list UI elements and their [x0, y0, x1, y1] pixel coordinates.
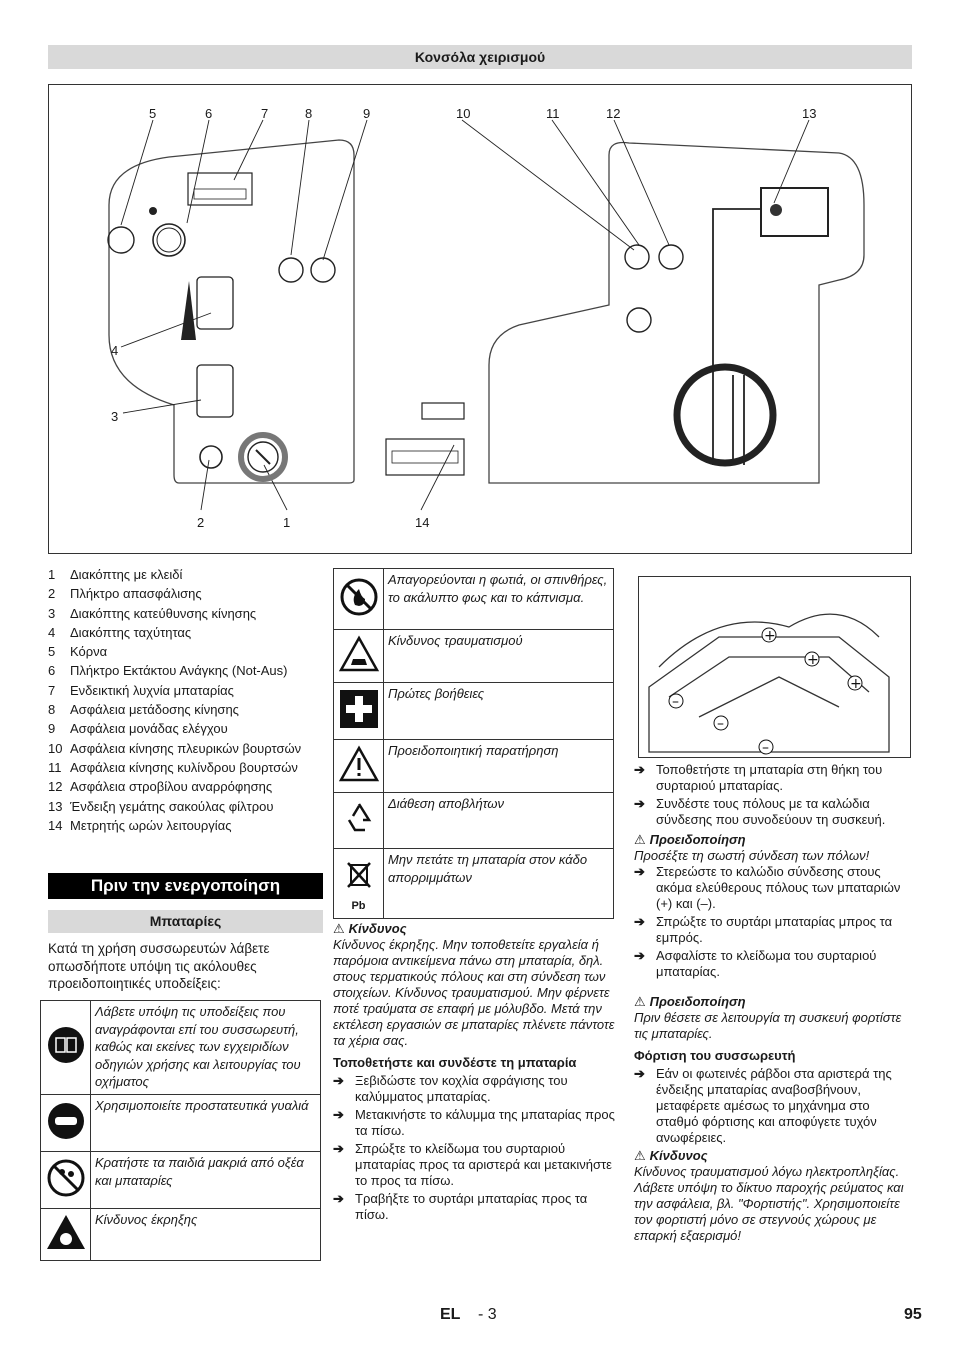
- svg-text:+: +: [850, 676, 862, 692]
- callout-6: 6: [205, 106, 213, 121]
- footer-page-number: 95: [904, 1306, 922, 1323]
- table2-text: Απαγορεύονται η φωτιά, οι σπινθήρες, το …: [383, 568, 614, 630]
- warning-icon: ⚠: [634, 832, 646, 847]
- table2-text: Διάθεση αποβλήτων: [383, 792, 614, 849]
- connect-steps: ➔Τοποθετήστε τη μπαταρία στη θήκη του συ…: [634, 762, 911, 828]
- list-item: ➔Εάν οι φωτεινές ράβδοι στα αριστερά της…: [634, 1066, 892, 1145]
- list-item: ➔Συνδέστε τους πόλους με τα καλώδια σύνδ…: [634, 796, 886, 827]
- danger-text: Κίνδυνος έκρηξης. Μην τοποθετείτε εργαλε…: [333, 937, 615, 1048]
- subsection-heading: Μπαταρίες: [48, 910, 323, 933]
- callout-7: 7: [261, 106, 269, 121]
- callout-11: 11: [546, 106, 560, 121]
- page-title: Κονσόλα χειρισμού: [414, 49, 546, 65]
- column-2: ⚠Κίνδυνος Κίνδυνος έκρηξης. Μην τοποθετε…: [333, 921, 615, 1225]
- first-aid-icon: [333, 682, 384, 740]
- charging-steps: ➔Εάν οι φωτεινές ράβδοι στα αριστερά της…: [634, 1066, 911, 1146]
- svg-text:+: +: [807, 652, 819, 668]
- warning-text: Προσέξτε τη σωστή σύνδεση των πόλων!: [634, 848, 870, 863]
- warning-icon: ⚠: [634, 994, 646, 1009]
- no-fire-icon: [333, 568, 384, 630]
- column-3: ➔Τοποθετήστε τη μπαταρία στη θήκη του συ…: [634, 762, 911, 1244]
- callout-12: 12: [606, 106, 621, 121]
- svg-text:–: –: [717, 716, 724, 732]
- table1-text: Κίνδυνος έκρηξης: [90, 1208, 321, 1261]
- charging-heading: Φόρτιση του συσσωρευτή: [634, 1048, 796, 1063]
- table1-text: Κρατήστε τα παιδιά μακριά από οξέα και μ…: [90, 1151, 321, 1209]
- callout-10: 10: [456, 106, 471, 121]
- callout-14: 14: [415, 515, 430, 530]
- table2-text: Κίνδυνος τραυματισμού: [383, 629, 614, 683]
- pb-label: Pb: [351, 899, 366, 912]
- warning-text: Πριν θέσετε σε λειτουργία τη συσκευή φορ…: [634, 1010, 902, 1041]
- footer-local-page: - 3: [478, 1306, 497, 1323]
- callout-8: 8: [305, 106, 313, 121]
- list-item: ➔Ασφαλίστε το κλείδωμα του συρταριού μπα…: [634, 948, 877, 979]
- warning-icon: ⚠: [634, 1148, 646, 1163]
- goggles-icon: [40, 1094, 91, 1152]
- control-panel-diagram: 5 6 7 8 9 10 11 12 13 4 3 2 1 14: [48, 84, 912, 554]
- callout-9: 9: [363, 106, 371, 121]
- list-item: ➔Μετακινήστε το κάλυμμα της μπαταρίας πρ…: [333, 1107, 615, 1138]
- list-item: ➔Τραβήξτε το συρτάρι μπαταρίας προς τα π…: [333, 1191, 588, 1222]
- callout-1: 1: [283, 515, 291, 530]
- callout-4: 4: [111, 343, 119, 358]
- battery-symbols-table: Απαγορεύονται η φωτιά, οι σπινθήρες, το …: [333, 568, 614, 919]
- list-item: ➔Ξεβιδώστε τον κοχλία σφράγισης του καλύ…: [333, 1073, 568, 1104]
- injury-icon: [333, 629, 384, 683]
- no-bin-pb-icon: Pb: [333, 848, 384, 919]
- table2-text: Μην πετάτε τη μπαταρία στον κάδο απορριμ…: [383, 848, 614, 919]
- page-title-bar: Κονσόλα χειρισμού: [48, 45, 912, 69]
- manual-icon: [40, 1000, 91, 1095]
- callout-13: 13: [802, 106, 817, 121]
- secure-steps: ➔Στερεώστε το καλώδιο σύνδεσης στους ακό…: [634, 864, 911, 980]
- install-steps: ➔Ξεβιδώστε τον κοχλία σφράγισης του καλύ…: [333, 1073, 615, 1223]
- danger-text: Κίνδυνος τραυματισμού λόγω ηλεκτροπληξία…: [634, 1164, 904, 1243]
- battery-warnings-table: Λάβετε υπόψη τις υποδείξεις που αναγράφο…: [40, 1000, 321, 1261]
- intro-text: Κατά τη χρήση συσσωρευτών λάβετε οπωσδήπ…: [48, 941, 270, 991]
- table2-text: Προειδοποιητική παρατήρηση: [383, 739, 614, 793]
- list-item: ➔Στερεώστε το καλώδιο σύνδεσης στους ακό…: [634, 864, 901, 911]
- table2-text: Πρώτες βοήθειες: [383, 682, 614, 740]
- callout-5: 5: [149, 106, 157, 121]
- warning-heading: ⚠Προειδοποίηση: [634, 832, 746, 847]
- danger-heading: ⚠Κίνδυνος: [333, 921, 407, 936]
- footer-language: EL: [440, 1306, 461, 1323]
- list-item: ➔Σπρώξτε το συρτάρι μπαταρίας μπρος τα ε…: [634, 914, 893, 945]
- warning-icon: ⚠: [333, 921, 345, 936]
- warning-icon: [333, 739, 384, 793]
- warning-heading: ⚠Προειδοποίηση: [634, 994, 746, 1009]
- callout-2: 2: [197, 515, 205, 530]
- callout-3: 3: [111, 409, 119, 424]
- svg-text:–: –: [672, 694, 679, 710]
- control-panel-illustration: [107, 119, 865, 511]
- explosion-icon: [40, 1208, 91, 1261]
- install-heading: Τοποθετήστε και συνδέστε τη μπαταρία: [333, 1055, 577, 1070]
- list-item: ➔Τοποθετήστε τη μπαταρία στη θήκη του συ…: [634, 762, 883, 793]
- battery-drawer-image: + + + – – –: [638, 576, 911, 758]
- table1-text: Χρησιμοποιείτε προστατευτικά γυαλιά: [90, 1094, 321, 1152]
- section-heading: Πριν την ενεργοποίηση: [48, 873, 323, 899]
- svg-text:–: –: [762, 740, 769, 756]
- keep-children-away-icon: [40, 1151, 91, 1209]
- table1-text: Λάβετε υπόψη τις υποδείξεις που αναγράφο…: [90, 1000, 321, 1095]
- recycle-icon: [333, 792, 384, 849]
- list-item: ➔Σπρώξτε το κλείδωμα του συρταριού μπατα…: [333, 1141, 612, 1188]
- svg-text:+: +: [764, 628, 776, 644]
- danger-heading: ⚠Κίνδυνος: [634, 1148, 708, 1163]
